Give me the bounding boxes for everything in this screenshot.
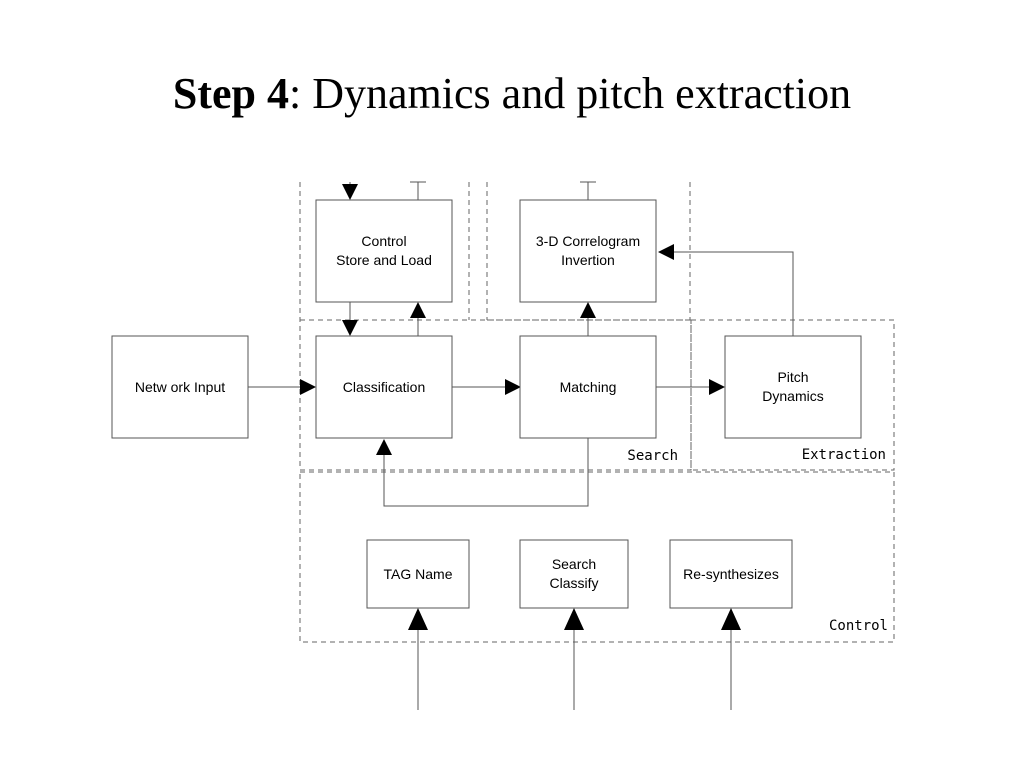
arrowhead [376, 439, 392, 455]
pitch-label-line1: Pitch [777, 369, 808, 385]
tag-name-label: TAG Name [384, 566, 453, 582]
title-step: Step 4 [172, 69, 290, 118]
arrowhead [709, 379, 725, 395]
arrowheads [300, 184, 741, 630]
matching-box: Matching [519, 335, 657, 439]
control-region [299, 471, 895, 643]
classification-box: Classification [315, 335, 453, 439]
pitch-feedback-line [674, 251, 794, 336]
network-input-box: Netw ork Input [111, 335, 249, 439]
connectors [248, 181, 794, 710]
correlogram-label-line1: 3-D Correlogram [536, 233, 640, 249]
control-store-label-line1: Control [361, 233, 406, 249]
matching-feedback-line [383, 438, 589, 507]
correlogram-label-line2: Invertion [561, 252, 615, 268]
slide-title: Step 4: Dynamics and pitch extraction [0, 68, 1024, 119]
title-text: : Dynamics and pitch extraction [289, 69, 852, 118]
network-input-label: Netw ork Input [135, 379, 225, 395]
tag-name-box: TAG Name [366, 539, 470, 609]
control-region-label: Control [829, 618, 888, 634]
arrowhead [300, 379, 316, 395]
search-classify-label-line1: Search [552, 556, 596, 572]
arrowhead [410, 302, 426, 318]
pitch-label-line2: Dynamics [762, 388, 823, 404]
arrowhead [564, 608, 584, 630]
search-classify-label-line2: Classify [549, 575, 598, 591]
extraction-region-label: Extraction [802, 447, 886, 463]
matching-label: Matching [560, 379, 617, 395]
arrowhead [580, 302, 596, 318]
classification-label: Classification [343, 379, 425, 395]
arrowhead [408, 608, 428, 630]
resynthesizes-box: Re-synthesizes [669, 539, 793, 609]
arrowhead [658, 244, 674, 260]
pitch-dynamics-box: Pitch Dynamics [724, 335, 862, 439]
arrowhead [505, 379, 521, 395]
control-store-label-line2: Store and Load [336, 252, 432, 268]
search-region-label: Search [627, 448, 678, 464]
arrowhead [342, 184, 358, 200]
resynthesizes-label: Re-synthesizes [683, 566, 779, 582]
control-store-box: Control Store and Load [315, 199, 453, 303]
search-classify-box: Search Classify [519, 539, 629, 609]
arrowhead [721, 608, 741, 630]
arrowhead [342, 320, 358, 336]
correlogram-box: 3-D Correlogram Invertion [519, 199, 657, 303]
